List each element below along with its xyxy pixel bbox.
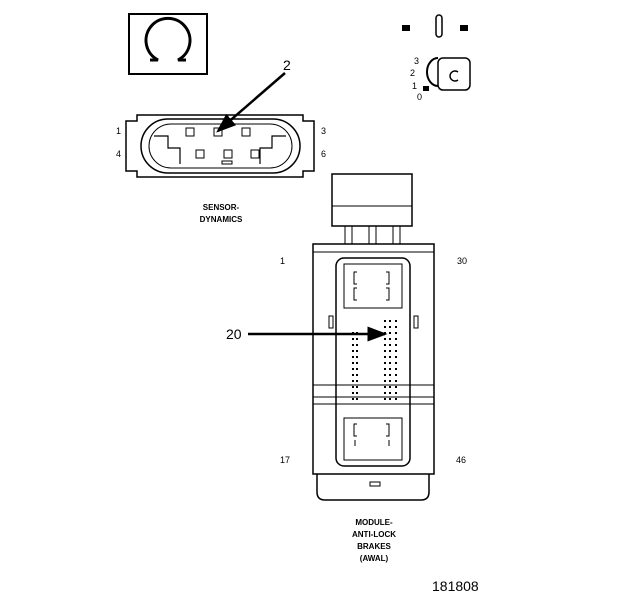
module-pin	[395, 374, 397, 376]
ohm-icon	[144, 16, 192, 62]
module-pin	[356, 386, 358, 388]
module-pin-1-label: 1	[280, 256, 285, 266]
module-caption-line-1: MODULE-	[355, 518, 393, 527]
module-pin	[356, 380, 358, 382]
module-pin	[352, 386, 354, 388]
module-pin	[384, 338, 386, 340]
module-pin	[352, 356, 354, 358]
module-pin	[389, 392, 391, 394]
module-pin	[384, 326, 386, 328]
module-pin	[395, 392, 397, 394]
module-callout-number: 20	[226, 326, 242, 342]
module-pin	[384, 320, 386, 322]
module-pin	[352, 350, 354, 352]
sensor-connector	[125, 114, 315, 178]
module-pin	[395, 320, 397, 322]
ignition-pos-1: 1	[412, 81, 417, 91]
module-pin	[395, 344, 397, 346]
ignition-switch-icon	[402, 14, 471, 91]
module-pin	[389, 332, 391, 334]
ignition-pos-3: 3	[414, 56, 419, 66]
module-caption-line-2: ANTI-LOCK	[352, 530, 396, 539]
sensor-callout-arrow	[216, 72, 286, 133]
module-caption-line-4: (AWAL)	[360, 554, 389, 563]
module-pin	[389, 362, 391, 364]
module-pin	[352, 368, 354, 370]
module-pin	[395, 362, 397, 364]
sensor-pin-3-label: 3	[321, 126, 326, 136]
module-pin	[352, 392, 354, 394]
module-pin	[389, 326, 391, 328]
module-pin	[384, 344, 386, 346]
module-pin	[352, 344, 354, 346]
module-pin	[395, 368, 397, 370]
module-pin	[384, 350, 386, 352]
module-pin	[395, 356, 397, 358]
module-pin	[384, 374, 386, 376]
module-pin	[356, 374, 358, 376]
module-pin	[389, 374, 391, 376]
module-pin-array	[352, 320, 397, 400]
module-pin	[389, 386, 391, 388]
module-pin	[395, 398, 397, 400]
sensor-caption-line-2: DYNAMICS	[200, 215, 243, 224]
module-pin	[356, 362, 358, 364]
module-pin	[389, 320, 391, 322]
module-pin	[352, 374, 354, 376]
module-pin	[356, 392, 358, 394]
module-pin	[384, 386, 386, 388]
sensor-pin-1-label: 1	[116, 126, 121, 136]
module-pin-30-label: 30	[457, 256, 467, 266]
module-pin	[352, 362, 354, 364]
module-pin	[395, 338, 397, 340]
module-pin	[389, 380, 391, 382]
module-pin-46-label: 46	[456, 455, 466, 465]
module-pin	[352, 398, 354, 400]
module-pin	[356, 338, 358, 340]
module-pin	[356, 350, 358, 352]
module-pin	[352, 338, 354, 340]
module-pin-17-label: 17	[280, 455, 290, 465]
module-pin	[356, 398, 358, 400]
module-pin	[395, 380, 397, 382]
ignition-pos-2: 2	[410, 68, 415, 78]
module-pin	[389, 356, 391, 358]
module-pin	[395, 350, 397, 352]
ohm-symbol-box	[128, 13, 208, 75]
module-pin	[389, 368, 391, 370]
module-pin	[356, 368, 358, 370]
module-pin	[356, 344, 358, 346]
figure-number: 181808	[432, 578, 479, 594]
module-connector	[312, 173, 435, 501]
sensor-pin-6-label: 6	[321, 149, 326, 159]
module-pin	[384, 362, 386, 364]
sensor-caption-line-1: SENSOR-	[203, 203, 240, 212]
module-pin	[389, 398, 391, 400]
module-pin	[384, 368, 386, 370]
module-pin	[389, 344, 391, 346]
module-pin	[352, 380, 354, 382]
module-pin	[384, 398, 386, 400]
sensor-pin-4-label: 4	[116, 149, 121, 159]
module-pin	[389, 338, 391, 340]
sensor-callout-number: 2	[283, 57, 291, 73]
module-pin	[384, 356, 386, 358]
module-caption-line-3: BRAKES	[357, 542, 391, 551]
module-pin	[395, 386, 397, 388]
module-pin	[395, 332, 397, 334]
module-pin	[356, 356, 358, 358]
module-pin	[389, 350, 391, 352]
ignition-pos-0: 0	[417, 92, 422, 102]
module-pin	[384, 392, 386, 394]
module-pin	[384, 380, 386, 382]
module-pin	[395, 326, 397, 328]
